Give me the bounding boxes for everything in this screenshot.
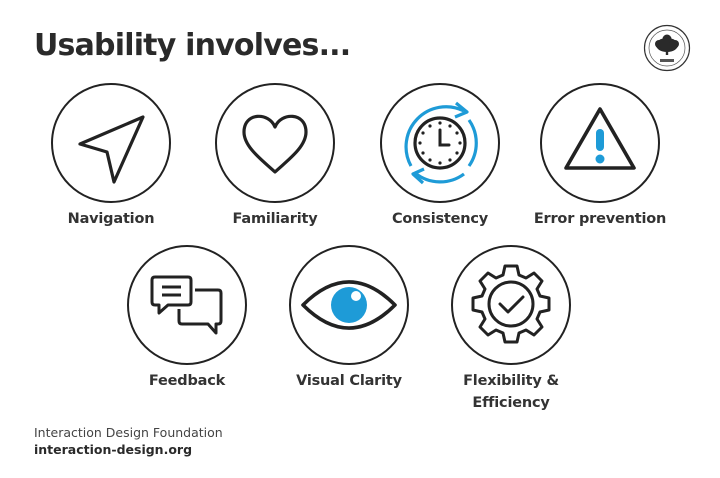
item-label: Error prevention xyxy=(533,211,667,227)
usability-item-familiarity: Familiarity xyxy=(185,82,365,230)
footer-url-link[interactable]: interaction-design.org xyxy=(34,442,193,457)
warning-triangle-icon xyxy=(564,107,636,170)
heart-icon xyxy=(242,114,308,174)
logo xyxy=(643,24,691,72)
item-label-line2: Efficiency xyxy=(472,395,550,411)
item-label: Visual Clarity xyxy=(296,373,402,389)
page-title: Usability involves... xyxy=(34,28,351,63)
item-label: Navigation xyxy=(67,211,155,227)
gear-check-icon xyxy=(471,264,551,344)
usability-item-navigation: Navigation xyxy=(21,82,201,230)
usability-item-feedback: Feedback xyxy=(97,244,277,392)
interaction-design-foundation-tree-seal-icon xyxy=(643,24,691,72)
item-label-line1: Flexibility & xyxy=(463,373,559,389)
usability-item-consistency: Consistency xyxy=(350,82,530,230)
usability-item-flexibility-efficiency: Flexibility & Efficiency xyxy=(421,244,601,414)
navigation-arrow-icon xyxy=(78,115,145,184)
clock-refresh-icon xyxy=(404,101,478,185)
item-label: Feedback xyxy=(148,373,226,389)
footer-organization: Interaction Design Foundation xyxy=(34,425,223,440)
footer: Interaction Design Foundation interactio… xyxy=(34,424,223,458)
item-label: Familiarity xyxy=(232,211,318,227)
item-label: Flexibility & Efficiency xyxy=(421,370,601,414)
usability-item-visual-clarity: Visual Clarity xyxy=(259,244,439,392)
eye-icon xyxy=(301,280,397,330)
item-label: Consistency xyxy=(391,211,489,227)
chat-bubbles-icon xyxy=(150,275,223,335)
usability-item-error-prevention: Error prevention xyxy=(510,82,690,230)
